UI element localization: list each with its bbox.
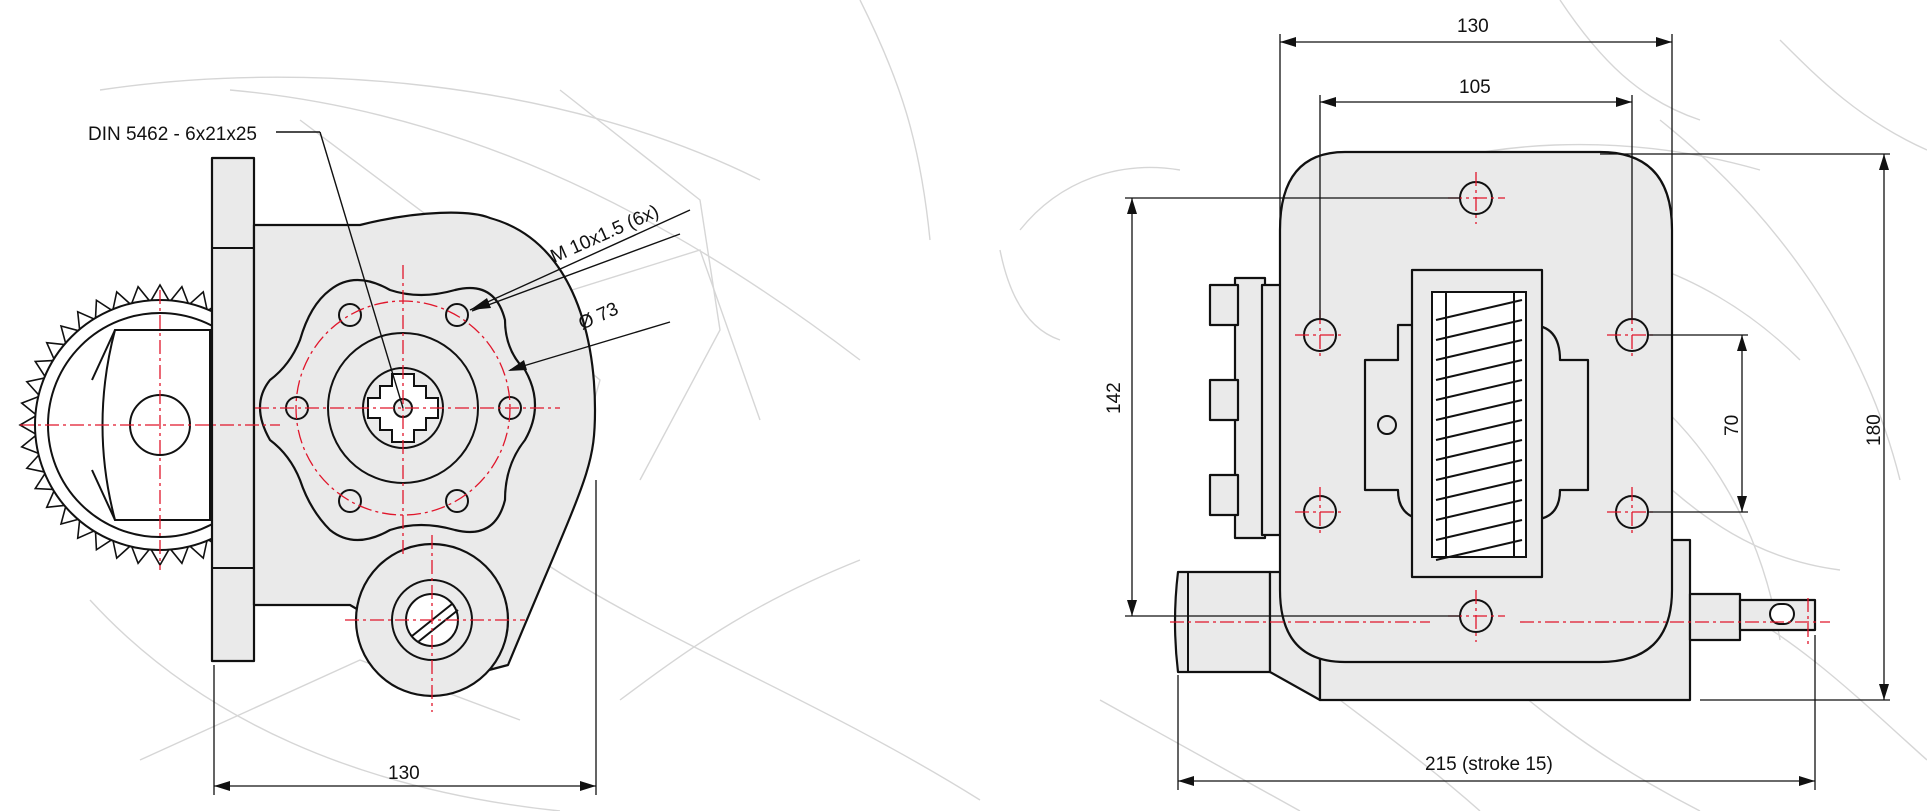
left-width-label: 130 <box>388 763 420 784</box>
left-centerlines <box>20 265 560 712</box>
helix-line <box>1435 299 1523 321</box>
bolt-circle-label: Ø 73 <box>575 299 621 335</box>
helix-line <box>1435 419 1523 441</box>
helix-line <box>1435 539 1523 561</box>
thread-spec-label: M 10x1.5 (6x) <box>547 201 662 267</box>
helix-line <box>1435 479 1523 501</box>
right-dimensions <box>1125 34 1890 790</box>
helix-line <box>1435 519 1523 541</box>
helix-line <box>1435 379 1523 401</box>
helix-line <box>1435 319 1523 341</box>
length-label: 215 (stroke 15) <box>1425 754 1553 775</box>
inner-width-label: 105 <box>1459 77 1491 98</box>
helix-line <box>1435 459 1523 481</box>
helix-line <box>1435 439 1523 461</box>
inner-spacing-label: 70 <box>1722 415 1743 436</box>
helix-line <box>1435 399 1523 421</box>
left-view <box>18 131 691 795</box>
spline-spec-label: DIN 5462 - 6x21x25 <box>88 124 257 145</box>
helix-line <box>1435 359 1523 381</box>
right-view <box>1125 34 1890 790</box>
vertical-spacing-label: 142 <box>1104 382 1125 414</box>
helix-line <box>1435 499 1523 521</box>
top-width-label: 130 <box>1457 16 1489 37</box>
right-centerlines <box>1170 172 1830 645</box>
helix-line <box>1435 339 1523 361</box>
height-label: 180 <box>1864 414 1885 446</box>
mounting-flange <box>210 156 256 663</box>
